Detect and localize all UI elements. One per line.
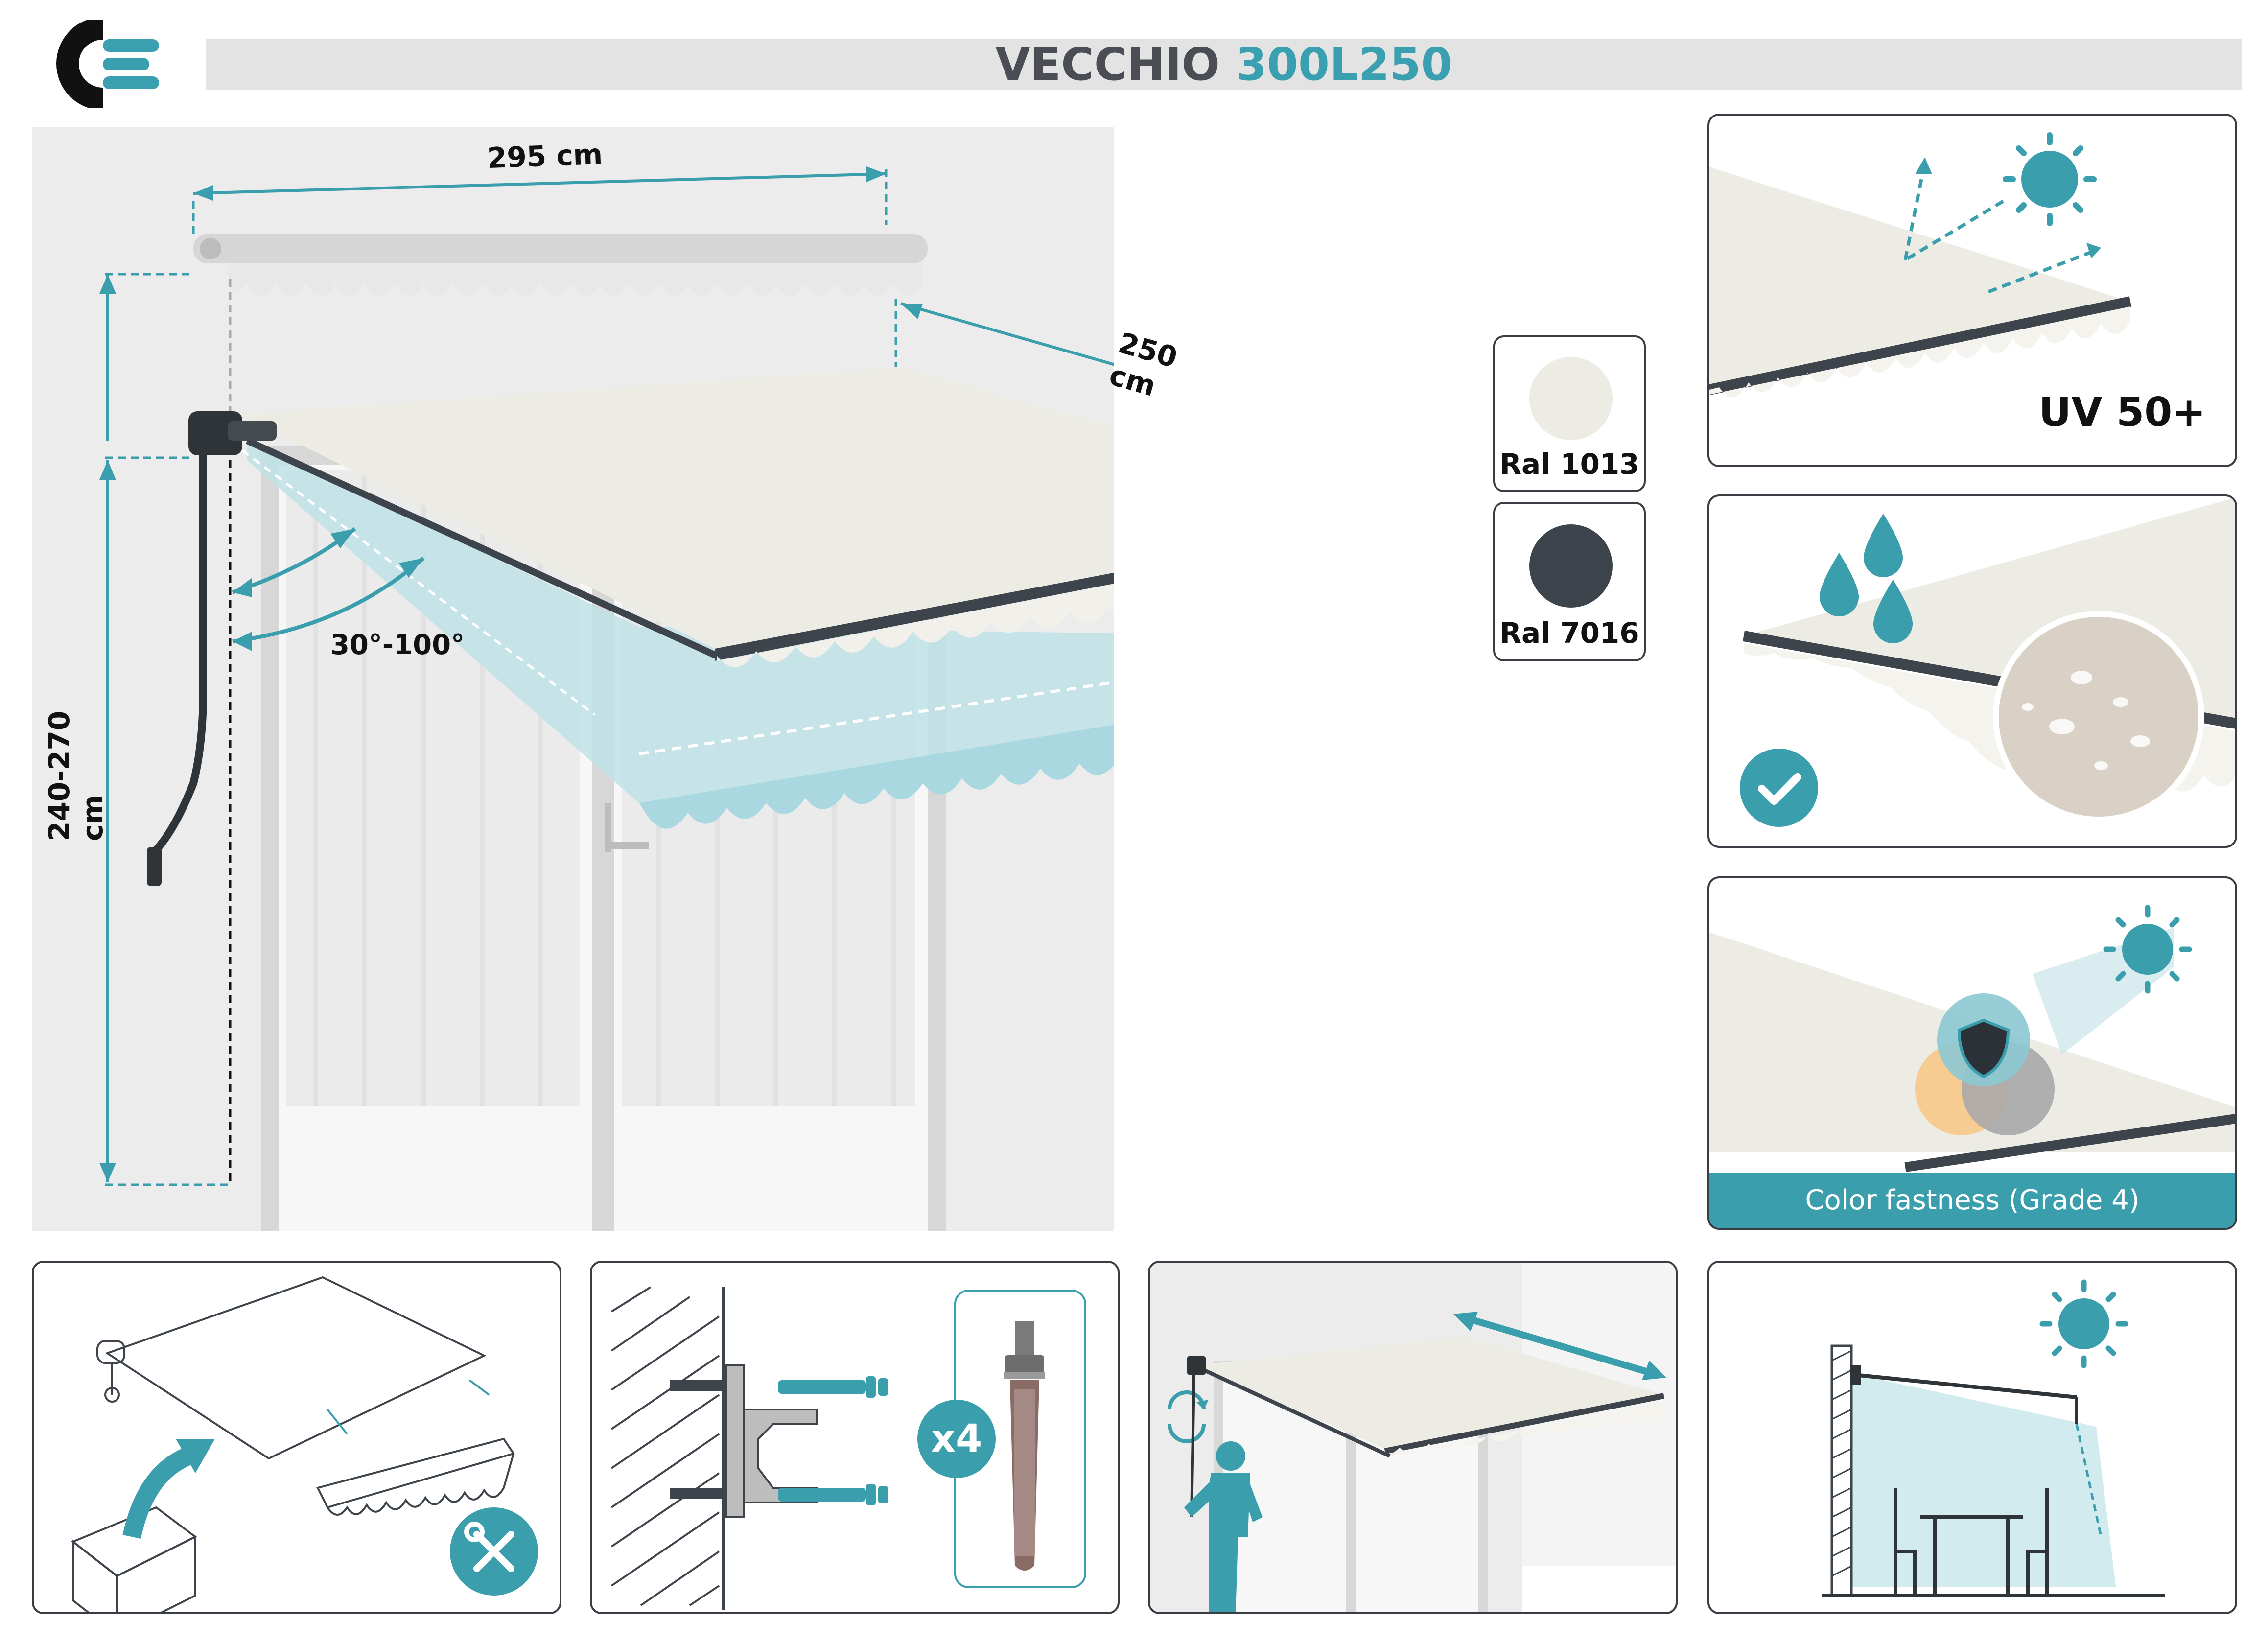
water-drops-icon (1820, 514, 1913, 643)
color-fastness-label: Color fastness (Grade 4) (1709, 1173, 2235, 1228)
quantity-label: x4 (931, 1417, 982, 1461)
hardware-card (954, 1290, 1086, 1588)
check-icon (1740, 749, 1818, 827)
color-fastness-panel: Color fastness (Grade 4) (1707, 876, 2237, 1230)
color-option-1013[interactable]: Ral 1013 (1493, 335, 1646, 492)
title-bar: VECCHIO 300L250 (206, 39, 2242, 90)
brand-logo (29, 17, 176, 110)
width-dimension-label: 295 cm (486, 137, 604, 175)
wall-mounting-panel: x4 (590, 1261, 1120, 1614)
page-title: VECCHIO 300L250 (206, 39, 2242, 90)
crank-icon (1168, 1390, 1209, 1443)
angle-label: 30°-100° (330, 629, 465, 661)
sun-icon (2103, 905, 2192, 994)
projection-dimension-label: 250 cm (1105, 326, 1181, 403)
assembly-panel (32, 1261, 561, 1614)
uv-label: UV 50+ (2038, 389, 2206, 436)
color-swatch-1013 (1529, 357, 1613, 440)
color-swatch-7016 (1529, 524, 1613, 608)
title-prefix: VECCHIO (995, 38, 1220, 91)
main-illustration: 295 cm 250 cm 240-270 cm 30°-100° (32, 127, 1686, 1307)
bolt-icon (1004, 1321, 1045, 1571)
uv-protection-panel: UV 50+ (1707, 114, 2237, 467)
tools-icon (450, 1507, 538, 1596)
shade-panel (1707, 1261, 2237, 1614)
color-option-7016[interactable]: Ral 7016 (1493, 502, 1646, 661)
color-name-7016: Ral 7016 (1499, 616, 1639, 650)
quantity-badge: x4 (917, 1400, 996, 1478)
height-dimension-label: 240-270 cm (43, 710, 109, 841)
water-resistant-panel (1707, 494, 2237, 848)
shield-icon (1957, 1018, 2010, 1079)
manual-operation-panel (1148, 1261, 1678, 1614)
title-model: 300L250 (1235, 38, 1452, 91)
sun-icon (2003, 132, 2097, 226)
sun-icon (2039, 1279, 2128, 1368)
color-name-1013: Ral 1013 (1499, 447, 1639, 481)
